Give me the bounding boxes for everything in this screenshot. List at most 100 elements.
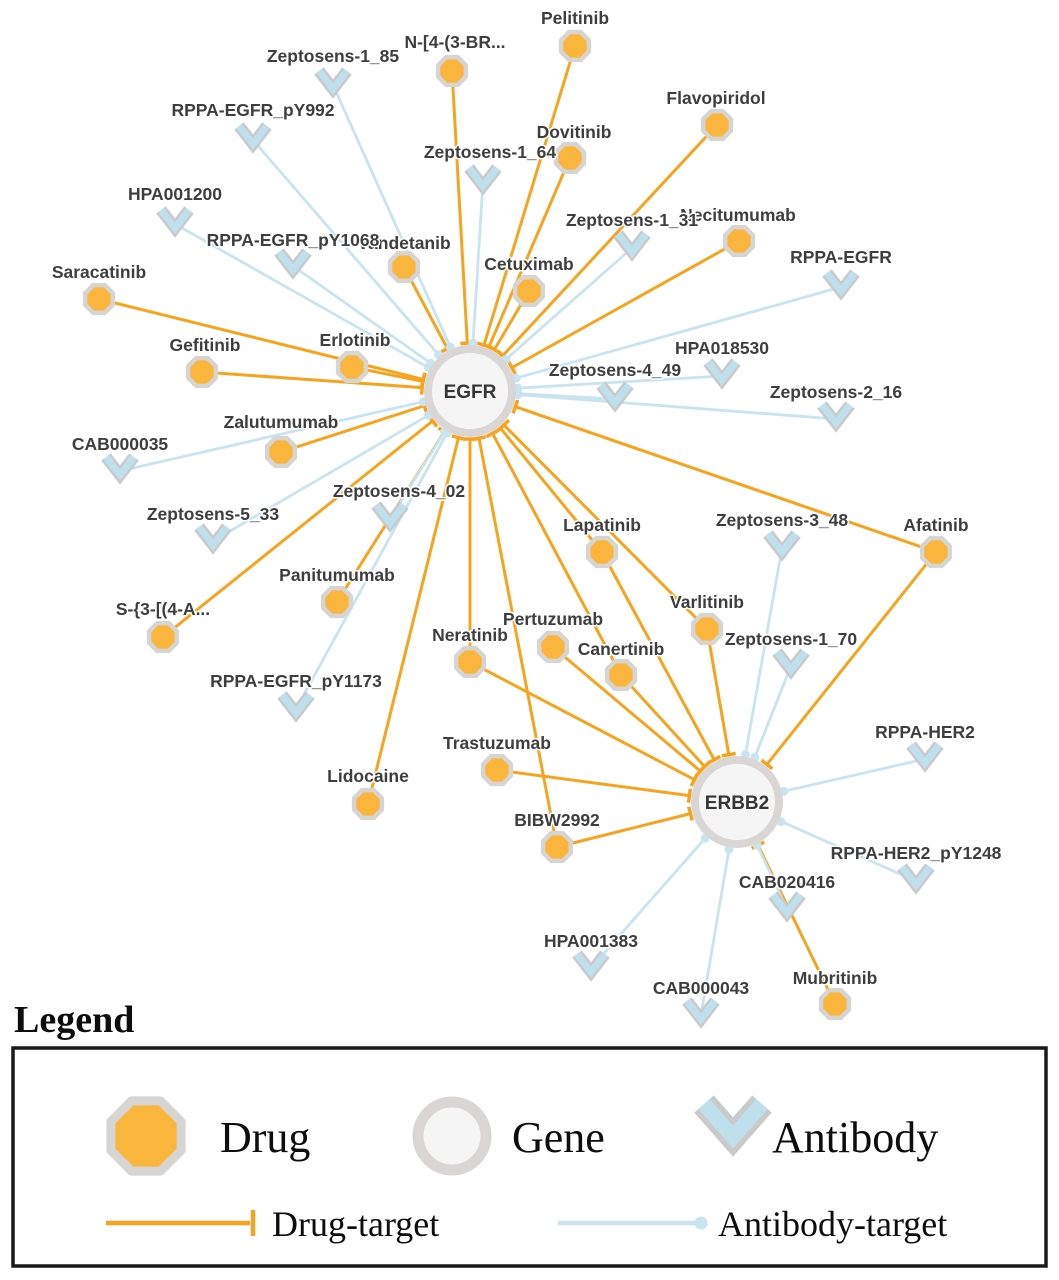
label-hpa001383: HPA001383 [544,931,638,951]
drug-node-vandetanib[interactable] [387,250,421,284]
label-zeptosens-1-31: Zeptosens-1_31 [566,210,699,230]
label-bibw2992: BIBW2992 [514,810,600,830]
legend-antibody-icon [694,1095,772,1157]
label-lapatinib: Lapatinib [563,515,641,535]
drug-node-mubritinib[interactable] [818,987,852,1021]
label-flavopiridol: Flavopiridol [666,88,765,108]
antibody-node-zeptosens-4-49[interactable] [596,381,634,413]
antibody-node-rppa-her2[interactable] [906,741,944,773]
drug-edge-n-4-3-br-egfr [450,70,475,346]
antibody-node-zeptosens-4-02[interactable] [371,501,409,533]
label-n-4-3-br: N-[4-(3-BR... [404,32,505,52]
label-zeptosens-3-48: Zeptosens-3_48 [716,510,849,530]
label-hpa001200: HPA001200 [128,184,222,204]
legend-box [11,1046,1048,1268]
drug-node-zalutumumab[interactable] [264,435,298,469]
antibody-node-zeptosens-1-70[interactable] [772,648,810,680]
antibody-node-zeptosens-1-85[interactable] [314,67,352,99]
antibody-node-rppa-her2-py1248[interactable] [897,863,935,895]
label-zeptosens-4-49: Zeptosens-4_49 [549,360,682,380]
antibody-node-rppa-egfr-py1173[interactable] [277,691,315,723]
antibody-node-cab000043[interactable] [682,997,720,1029]
drug-node-gefitinib[interactable] [185,355,219,389]
drug-edge-bibw2992-egfr [471,435,559,848]
label-zeptosens-1-85: Zeptosens-1_85 [267,46,400,66]
drug-edge-canertinib-erbb2 [619,673,711,773]
legend: Legend Drug Gene Antibody Drug-target An… [11,999,1048,1268]
legend-drug-label: Drug [220,1113,310,1162]
drug-node-pertuzumab[interactable] [536,630,570,664]
label-erbb2: ERBB2 [705,793,769,814]
antibody-node-cab000035[interactable] [101,453,139,485]
antibody-node-zeptosens-3-48[interactable] [763,530,801,562]
label-pertuzumab: Pertuzumab [503,609,603,629]
gene-node-erbb2[interactable] [691,756,783,848]
antibody-node-zeptosens-2-16[interactable] [817,401,855,433]
label-vandetanib: Vandetanib [357,233,450,253]
label-cab000035: CAB000035 [72,434,169,454]
label-necitumumab: Necitumumab [680,205,796,225]
antibody-node-hpa001383[interactable] [572,950,610,982]
drug-node-afatinib[interactable] [919,535,953,569]
label-canertinib: Canertinib [578,639,665,659]
drug-node-trastuzumab[interactable] [480,753,514,787]
drug-node-n-4-3-br[interactable] [435,54,469,88]
drug-node-canertinib[interactable] [604,658,638,692]
drug-edge-necitumumab-egfr [506,239,740,375]
antibody-node-rppa-egfr-py1068[interactable] [274,248,312,280]
drug-node-lapatinib[interactable] [585,535,619,569]
drug-node-dovitinib[interactable] [553,141,587,175]
label-zeptosens-4-02: Zeptosens-4_02 [333,481,466,501]
drug-node-neratinib[interactable] [453,645,487,679]
antibody-node-zeptosens-1-64[interactable] [464,164,502,196]
label-erlotinib: Erlotinib [320,330,391,350]
drug-edge-canertinib-egfr [485,428,623,676]
drug-edge-afatinib-egfr [511,399,937,554]
drug-node-flavopiridol[interactable] [700,108,734,142]
antibody-node-hpa001200[interactable] [156,206,194,238]
nodes-layer [82,29,953,1029]
gene-node-egfr[interactable] [424,345,516,437]
drug-node-bibw2992[interactable] [540,830,574,864]
label-zalutumumab: Zalutumumab [224,412,339,432]
label-rppa-egfr-py992: RPPA-EGFR_pY992 [171,100,334,120]
drug-edge-trastuzumab-erbb2 [496,768,693,803]
antibody-node-cab020416[interactable] [768,891,806,923]
antibody-node-hpa018530[interactable] [703,358,741,390]
label-panitumumab: Panitumumab [279,565,395,585]
label-cab000043: CAB000043 [653,978,750,998]
label-lidocaine: Lidocaine [327,766,409,786]
legend-antibody-label: Antibody [772,1113,938,1162]
drug-node-necitumumab[interactable] [722,224,756,258]
legend-antibody-target-label: Antibody-target [718,1204,947,1244]
antibody-node-zeptosens-5-33[interactable] [194,523,232,555]
antibody-edge-rppa-her2-erbb2 [779,757,926,796]
label-rppa-her2: RPPA-HER2 [875,722,975,742]
antibody-edge-zeptosens-1-70-erbb2 [750,665,793,762]
drug-node-saracatinib[interactable] [82,282,116,316]
drug-node-varlitinib[interactable] [690,612,724,646]
drug-node-panitumumab[interactable] [320,585,354,619]
antibody-node-rppa-egfr[interactable] [822,269,860,301]
label-neratinib: Neratinib [432,625,508,645]
drug-node-cetuximab[interactable] [512,274,546,308]
label-pelitinib: Pelitinib [541,8,609,28]
legend-antibody-target-dot [694,1216,708,1230]
label-zeptosens-1-64: Zeptosens-1_64 [424,142,557,162]
drug-node-s-3-4-a[interactable] [146,620,180,654]
drug-node-lidocaine[interactable] [351,787,385,821]
label-rppa-egfr-py1173: RPPA-EGFR_pY1173 [210,671,382,691]
drug-node-pelitinib[interactable] [558,29,592,63]
drug-edge-pertuzumab-erbb2 [552,645,707,778]
drug-edge-afatinib-erbb2 [760,551,938,771]
antibody-edge-zeptosens-1-85-egfr [331,84,455,352]
labels-layer: EGFRERBB2PelitinibN-[4-(3-BR...Dovitinib… [50,7,1003,1000]
drug-node-erlotinib[interactable] [335,350,369,384]
edges-layer [98,45,938,1016]
label-dovitinib: Dovitinib [537,122,612,142]
antibody-node-zeptosens-1-31[interactable] [613,230,651,262]
antibody-node-rppa-egfr-py992[interactable] [234,122,272,154]
label-cetuximab: Cetuximab [484,254,573,274]
